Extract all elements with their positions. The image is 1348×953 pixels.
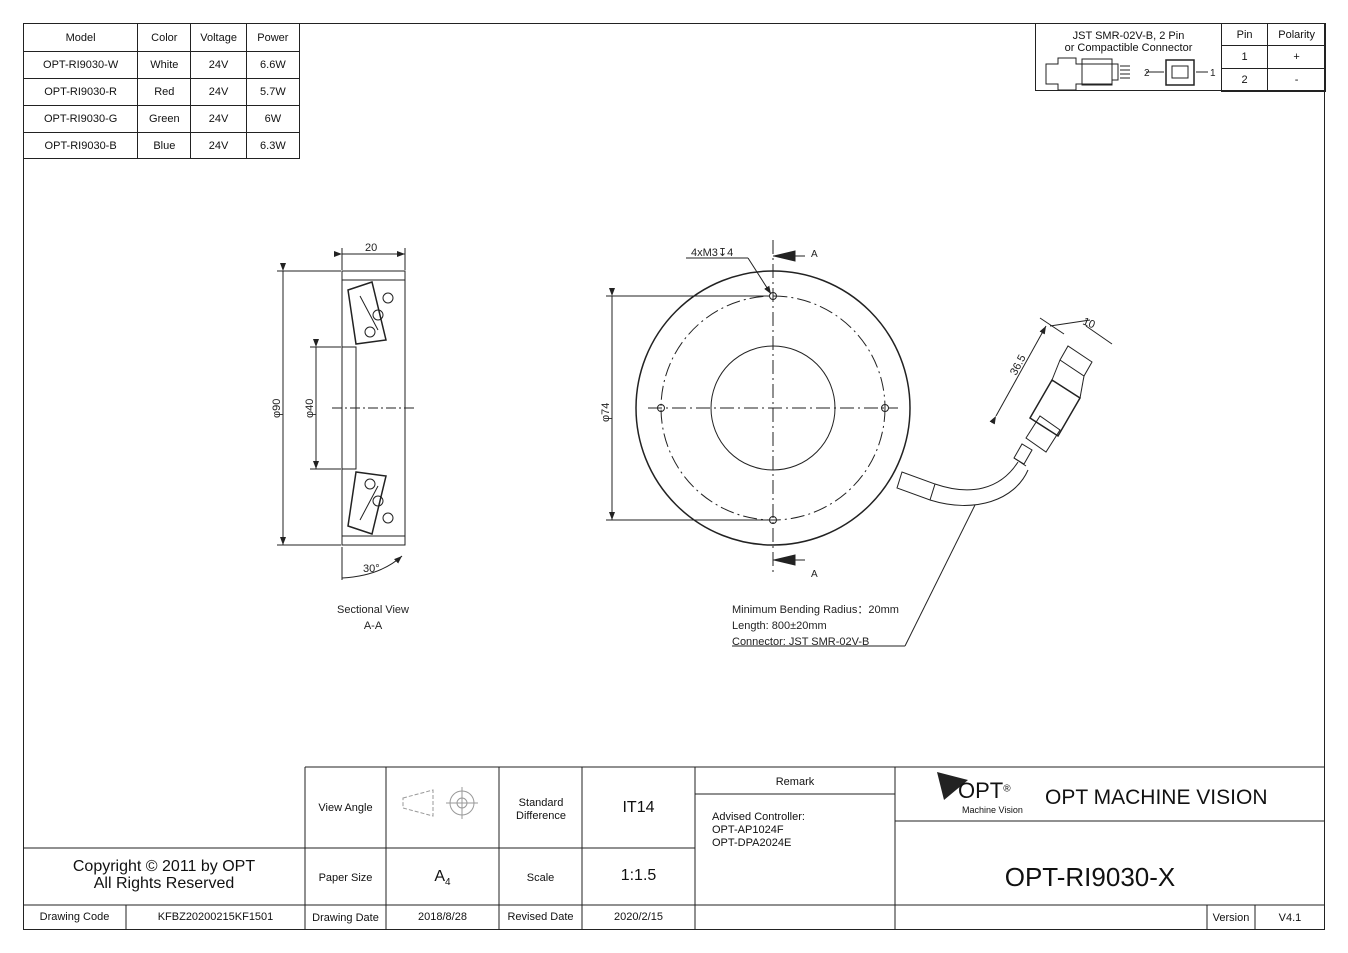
- connector-title-2: or Compactible Connector: [1064, 42, 1193, 54]
- company-name: OPT MACHINE VISION: [1045, 786, 1268, 809]
- dim-outer: φ90: [271, 399, 283, 418]
- pin-2-label: 2: [1144, 68, 1150, 79]
- logo-reg: ®: [1003, 783, 1011, 795]
- standard-diff-label: Standard Difference: [516, 797, 566, 822]
- dim-connector-len: 36.5: [1008, 353, 1029, 378]
- cell: 6.6W: [245, 51, 301, 79]
- standard-diff-value: IT14: [622, 799, 655, 816]
- paper-size-number: 4: [445, 877, 451, 889]
- cell: OPT-RI9030-B: [22, 132, 139, 159]
- remark-line-2: OPT-AP1024F: [712, 824, 784, 836]
- table-row: OPT-RI9030-R Red 24V 5.7W: [22, 78, 301, 106]
- table-row: OPT-RI9030-B Blue 24V 6.3W: [22, 132, 301, 159]
- paper-size-letter: A: [434, 868, 446, 885]
- cell: +: [1267, 45, 1326, 69]
- pin-1-label: 1: [1210, 68, 1216, 79]
- dim-width: 20: [365, 242, 377, 254]
- connector-title-1: JST SMR-02V-B, 2 Pin: [1072, 30, 1185, 42]
- sectional-caption-1: Sectional View: [337, 604, 409, 616]
- remark-label: Remark: [775, 776, 815, 788]
- cell: Blue: [137, 132, 192, 159]
- color-header: Color: [137, 23, 192, 52]
- model-table: Model Color Voltage Power OPT-RI9030-W W…: [22, 23, 301, 159]
- drawing-frame: [23, 23, 1325, 930]
- dim-connector-w: 10: [1081, 316, 1097, 332]
- cell: 24V: [190, 132, 247, 159]
- cell: 1: [1220, 45, 1269, 69]
- scale-label: Scale: [526, 872, 555, 884]
- remark-text: Advised Controller: OPT-AP1024F OPT-DPA2…: [712, 811, 805, 850]
- revised-date: 2020/2/15: [614, 911, 663, 923]
- cell: Green: [137, 105, 192, 133]
- cell: -: [1267, 68, 1326, 92]
- cell: 24V: [190, 51, 247, 79]
- version-value: V4.1: [1278, 912, 1302, 924]
- paper-size-label: Paper Size: [318, 872, 373, 884]
- dim-inner: φ40: [304, 399, 316, 418]
- drawing-code-label: Drawing Code: [39, 911, 110, 923]
- cell: White: [137, 51, 192, 79]
- cell: 2: [1220, 68, 1269, 92]
- revised-date-label: Revised Date: [507, 911, 574, 923]
- scale-value: 1:1.5: [620, 867, 657, 884]
- remark-line-1: Advised Controller:: [712, 811, 805, 823]
- section-mark-bottom: A: [811, 569, 818, 580]
- drawing-code: KFBZ20200215KF1501: [157, 911, 274, 923]
- note-radius: Minimum Bending Radius：20mm: [732, 604, 899, 616]
- cell: OPT-RI9030-R: [22, 78, 139, 106]
- note-length: Length: 800±20mm: [732, 620, 827, 632]
- logo-sub: Machine Vision: [962, 805, 1023, 815]
- copyright-line-1: Copyright © 2011 by OPT: [72, 858, 256, 875]
- table-row: OPT-RI9030-W White 24V 6.6W: [22, 51, 301, 79]
- projection-symbol-icon: [402, 787, 478, 819]
- drawing-date-label: Drawing Date: [312, 912, 379, 924]
- drawing-date: 2018/8/28: [418, 911, 467, 923]
- table-row: OPT-RI9030-G Green 24V 6W: [22, 105, 301, 133]
- copyright-line-2: All Rights Reserved: [93, 875, 235, 892]
- copyright: Copyright © 2011 by OPT All Rights Reser…: [23, 858, 305, 892]
- dim-circle: φ74: [600, 403, 612, 422]
- pin-table: Pin Polarity 1 + 2 -: [1220, 23, 1326, 92]
- part-number: OPT-RI9030-X: [1004, 862, 1176, 892]
- opt-logo-icon: [937, 772, 968, 800]
- logo-text: OPT: [958, 778, 1004, 803]
- voltage-header: Voltage: [190, 23, 247, 52]
- hole-spec: 4xM3↧4: [691, 247, 733, 259]
- opt-logo: OPT®: [958, 778, 1011, 804]
- paper-size-value: A4: [386, 868, 499, 888]
- connector-box: JST SMR-02V-B, 2 Pin or Compactible Conn…: [1035, 23, 1326, 92]
- remark-line-3: OPT-DPA2024E: [712, 837, 792, 849]
- cell: OPT-RI9030-G: [22, 105, 139, 133]
- note-connector: Connector: JST SMR-02V-B: [732, 636, 869, 648]
- section-mark-top: A: [811, 249, 818, 260]
- title-block-grid: [23, 766, 1325, 930]
- technical-drawing: 20 φ90 φ40 30° Sectional View A-A: [271, 240, 1113, 648]
- sectional-view: [277, 248, 415, 580]
- cell: 24V: [190, 105, 247, 133]
- front-view: [606, 240, 1113, 647]
- cell: 6.3W: [245, 132, 301, 159]
- connector-drawing: 2 1: [1045, 57, 1216, 91]
- version-label: Version: [1212, 912, 1250, 924]
- cell: 24V: [190, 78, 247, 106]
- sectional-caption-2: A-A: [364, 620, 383, 632]
- dim-angle: 30°: [363, 563, 380, 575]
- table-row: 1 +: [1220, 45, 1326, 69]
- table-row: 2 -: [1220, 68, 1326, 92]
- view-angle-label: View Angle: [318, 802, 373, 814]
